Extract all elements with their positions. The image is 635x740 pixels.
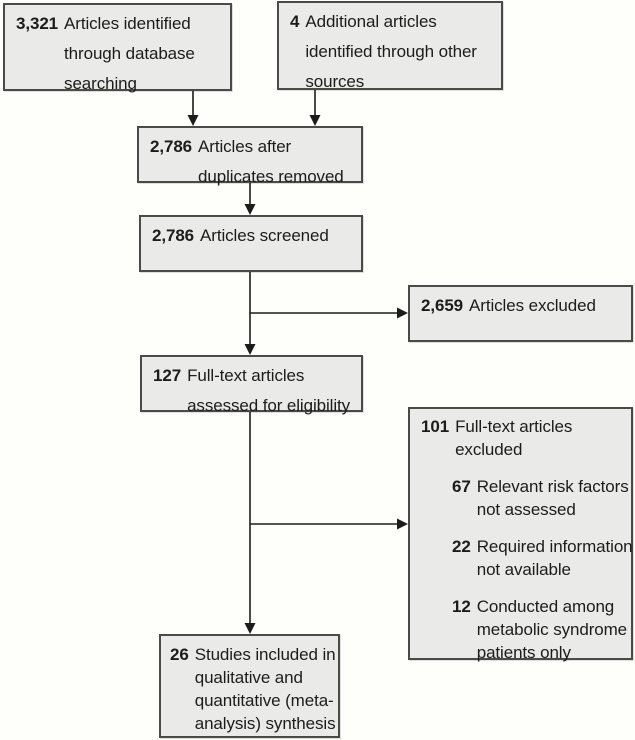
- box-entry: 3,321 Articles identified through databa…: [16, 9, 224, 99]
- label-screened: Articles screened: [200, 226, 329, 245]
- box-entry: 2,786 Articles screened: [152, 221, 355, 251]
- label-included: Studies included in qualitative and quan…: [194, 645, 336, 733]
- count-screened: 2,786: [152, 226, 195, 245]
- label-identified-other: Additional articles identified through o…: [305, 12, 477, 91]
- label-fulltext-excluded: Full-text articles excluded: [455, 417, 573, 459]
- arrowhead-dedup-to-screened: [244, 204, 256, 215]
- count-after-duplicates: 2,786: [150, 137, 193, 156]
- box-articles-identified-database: 3,321 Articles identified through databa…: [3, 3, 232, 93]
- label-excluded: Articles excluded: [469, 296, 596, 315]
- label-reason-metabolic-syndrome: Conducted among metabolic syndrome patie…: [476, 597, 628, 662]
- label-after-duplicates: Articles after duplicates removed: [198, 137, 344, 186]
- arrowhead-screened-to-fulltext: [244, 344, 256, 355]
- count-excluded: 2,659: [421, 296, 464, 315]
- box-entry: 2,786 Articles after duplicates removed: [150, 132, 355, 192]
- box-articles-screened: 2,786 Articles screened: [139, 215, 363, 272]
- exclusion-reason-information: 22 Required information not available: [452, 535, 633, 581]
- label-reason-information: Required information not available: [476, 537, 633, 579]
- count-included: 26: [170, 645, 189, 664]
- count-reason-risk-factors: 67: [452, 477, 471, 496]
- arrowhead-fulltext-to-included: [244, 623, 256, 634]
- exclusion-reason-risk-factors: 67 Relevant risk factors not assessed: [452, 475, 629, 521]
- arrowhead-fulltext-to-ftexcluded: [397, 518, 408, 530]
- box-articles-excluded: 2,659 Articles excluded: [408, 285, 633, 342]
- count-reason-information: 22: [452, 537, 471, 556]
- count-identified-other: 4: [290, 12, 300, 31]
- arrowhead-db-to-dedup: [187, 115, 199, 126]
- arrowhead-screened-to-excluded: [397, 307, 408, 319]
- count-identified-database: 3,321: [16, 14, 59, 33]
- count-reason-metabolic-syndrome: 12: [452, 597, 471, 616]
- box-fulltext-excluded: 101 Full-text articles excluded 67 Relev…: [408, 407, 633, 662]
- box-entry: 101 Full-text articles excluded: [421, 415, 625, 461]
- arrowhead-other-to-dedup: [309, 115, 321, 126]
- label-fulltext-assessed: Full-text articles assessed for eligibil…: [187, 366, 351, 415]
- box-entry: 26 Studies included in qualitative and q…: [170, 643, 336, 735]
- box-entry: 4 Additional articles identified through…: [290, 7, 495, 97]
- box-articles-after-duplicates-removed: 2,786 Articles after duplicates removed: [137, 126, 363, 186]
- label-reason-risk-factors: Relevant risk factors not assessed: [476, 477, 629, 519]
- box-articles-identified-other-sources: 4 Additional articles identified through…: [277, 1, 503, 91]
- count-fulltext-assessed: 127: [153, 366, 182, 385]
- box-entry: 2,659 Articles excluded: [421, 291, 625, 321]
- box-fulltext-assessed: 127 Full-text articles assessed for elig…: [140, 355, 363, 415]
- label-identified-database: Articles identified through database sea…: [64, 14, 195, 93]
- exclusion-reason-metabolic-syndrome: 12 Conducted among metabolic syndrome pa…: [452, 595, 628, 664]
- box-studies-included: 26 Studies included in qualitative and q…: [159, 634, 340, 738]
- box-entry: 127 Full-text articles assessed for elig…: [153, 361, 355, 421]
- count-fulltext-excluded: 101: [421, 417, 450, 436]
